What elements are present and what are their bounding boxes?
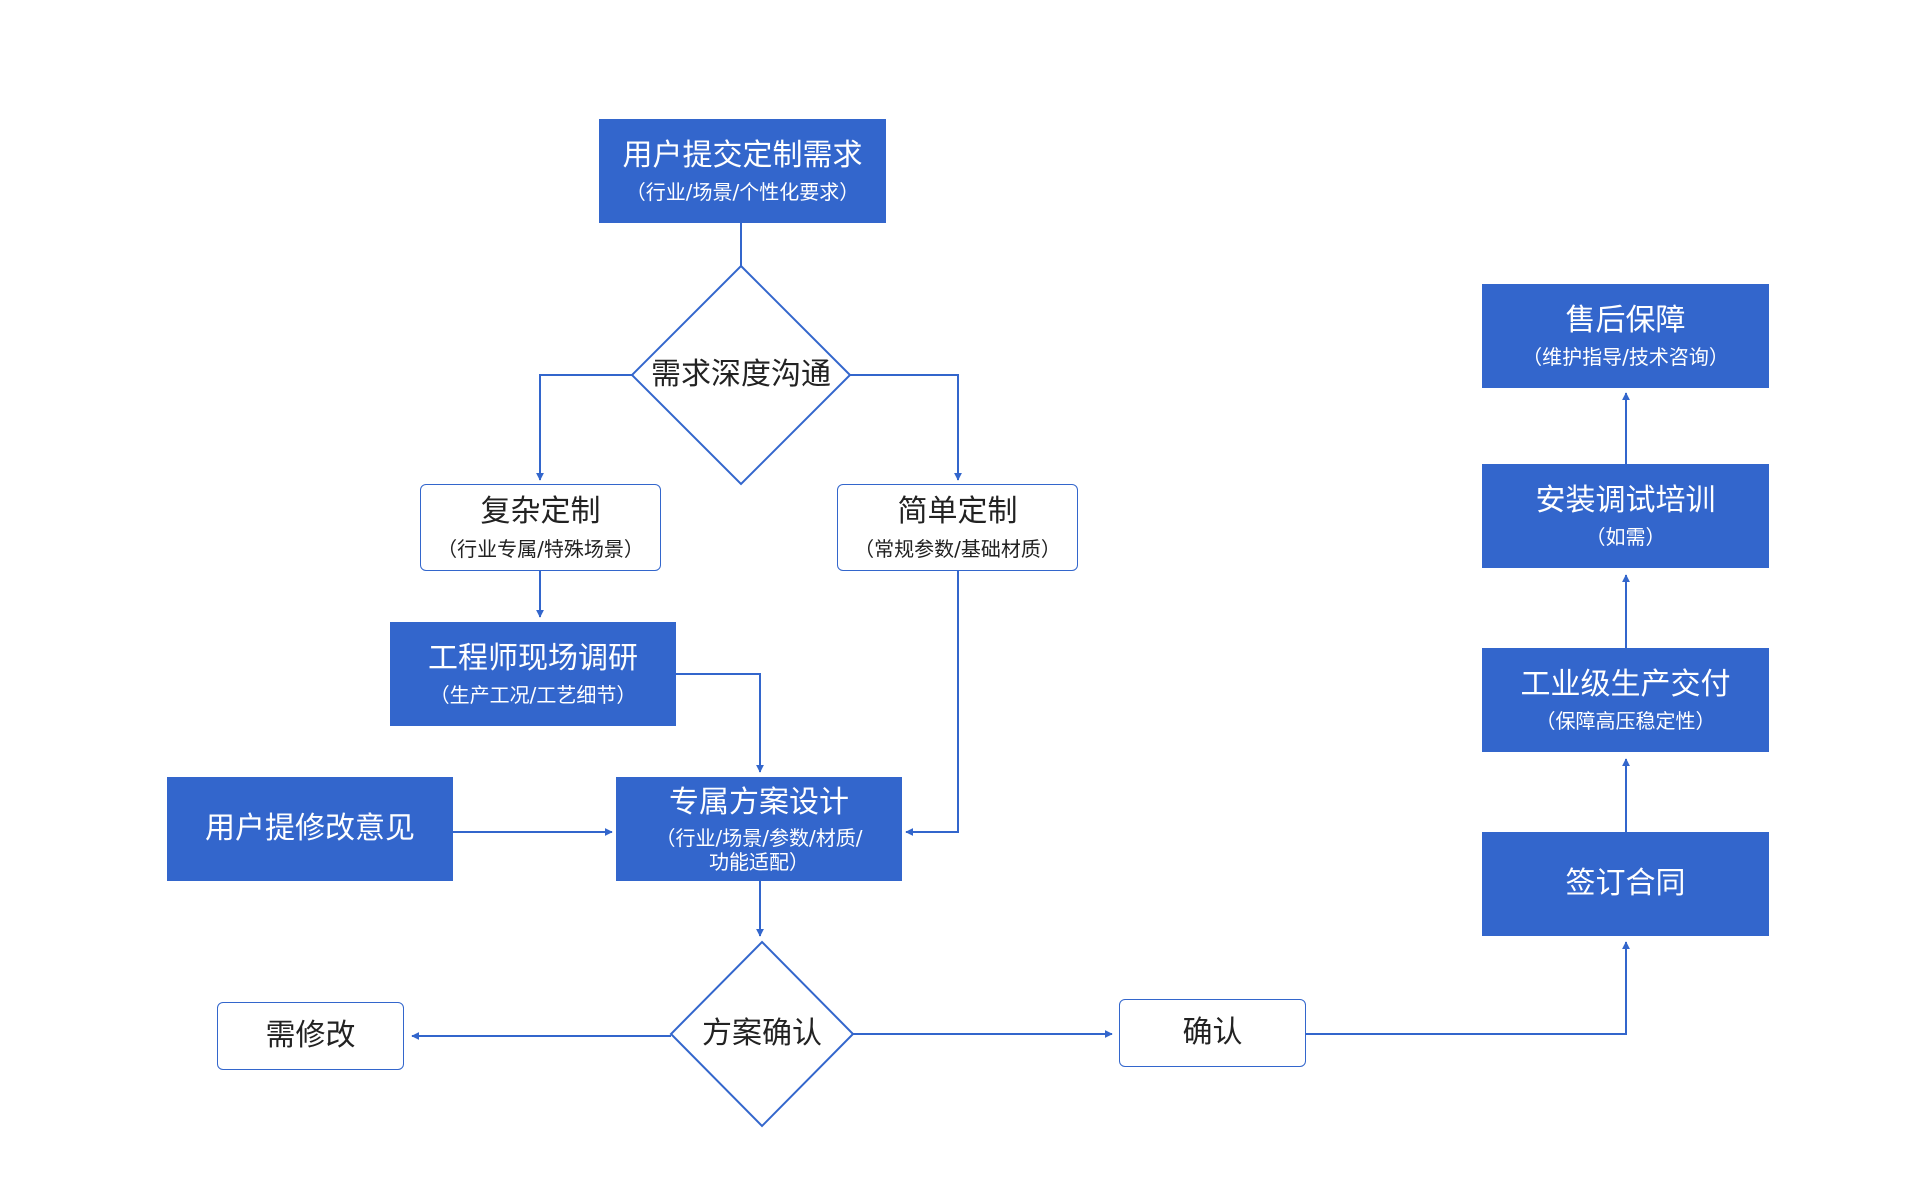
node-survey-title: 工程师现场调研 [428,640,638,676]
node-needs-revision: 需修改 [217,1002,404,1070]
node-communicate-title: 需求深度沟通 [651,357,831,393]
connector-simple-to-design [905,570,959,836]
decision-diamond-confirm [669,940,855,1128]
node-submit-request: 用户提交定制需求 （行业/场景/个性化要求） [599,119,886,223]
node-design-subtitle-line2: 功能适配） [709,849,809,874]
node-communicate-label: 需求深度沟通 [632,345,850,405]
node-design-title: 专属方案设计 [669,785,849,821]
node-install-title: 安装调试培训 [1535,482,1716,518]
node-aftersales-subtitle: （维护指导/技术咨询） [1522,345,1729,370]
node-solution-design: 专属方案设计 （行业/场景/参数/材质/ 功能适配） [616,777,902,881]
connector-confirmed-to-contract [1306,941,1630,1035]
connector-communicate-to-simple [850,374,962,481]
node-confirmed: 确认 [1119,999,1306,1067]
node-simple-subtitle: （常规参数/基础材质） [854,536,1061,561]
node-user-feedback: 用户提修改意见 [167,777,453,881]
node-complex-title: 复杂定制 [480,494,601,530]
connector-communicate-to-complex [536,374,632,481]
node-simple-title: 简单定制 [897,494,1018,530]
node-confirmed-title: 确认 [1182,1015,1243,1051]
node-after-sales: 售后保障 （维护指导/技术咨询） [1482,284,1769,388]
node-engineer-survey: 工程师现场调研 （生产工况/工艺细节） [390,622,676,726]
node-complex-subtitle: （行业专属/特殊场景） [437,536,644,561]
node-revise-title: 需修改 [265,1018,356,1054]
node-production-title: 工业级生产交付 [1520,666,1731,702]
decision-diamond-communicate [630,264,852,486]
node-feedback-title: 用户提修改意见 [205,811,415,847]
node-install-subtitle: （如需） [1585,525,1666,550]
node-confirm-decision-label: 方案确认 [671,1004,853,1064]
node-submit-title: 用户提交定制需求 [622,137,863,173]
node-production-subtitle: （保障高压稳定性） [1535,709,1716,734]
node-simple-custom: 简单定制 （常规参数/基础材质） [837,484,1078,571]
node-contract-title: 签订合同 [1565,866,1686,902]
node-design-subtitle-line1: （行业/场景/参数/材质/ [655,825,863,850]
node-sign-contract: 签订合同 [1482,832,1769,936]
node-complex-custom: 复杂定制 （行业专属/特殊场景） [420,484,661,571]
connector-survey-to-design [676,673,764,773]
node-production-delivery: 工业级生产交付 （保障高压稳定性） [1482,648,1769,752]
node-submit-subtitle: （行业/场景/个性化要求） [625,180,860,205]
node-install-training: 安装调试培训 （如需） [1482,464,1769,568]
node-aftersales-title: 售后保障 [1565,302,1686,338]
node-confirm-decision-title: 方案确认 [702,1016,822,1052]
node-survey-subtitle: （生产工况/工艺细节） [429,683,637,708]
